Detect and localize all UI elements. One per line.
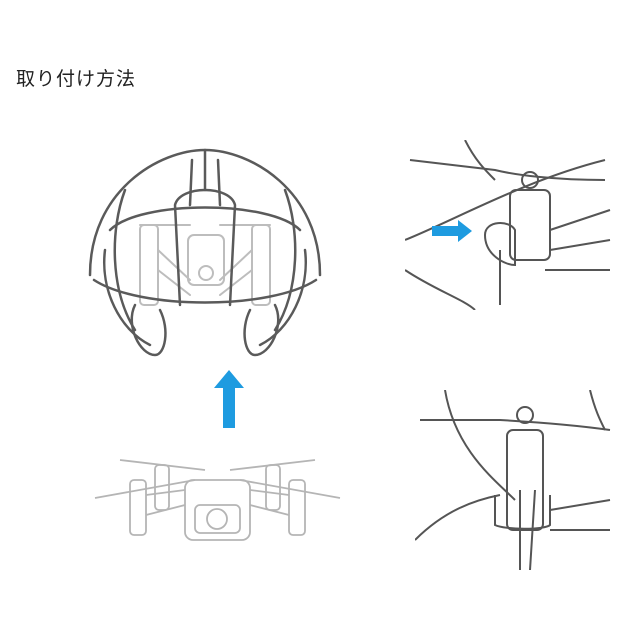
arrow-right-icon bbox=[432, 220, 472, 242]
page-title: 取り付け方法 bbox=[16, 68, 137, 90]
clip-locked-detail bbox=[415, 390, 615, 570]
drone-illustration bbox=[75, 440, 360, 550]
clip-insert-detail bbox=[405, 140, 615, 310]
caged-drone-illustration bbox=[80, 130, 330, 365]
arrow-up-icon bbox=[214, 370, 244, 430]
